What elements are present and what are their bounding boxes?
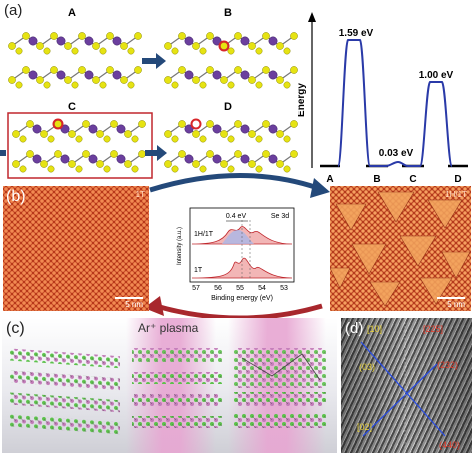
xps-tick-57: 57 bbox=[192, 285, 200, 292]
tem-label-6: (440) bbox=[439, 440, 460, 450]
xps-inset: 0.4 eV Se 3d 1H/1T 1T Intensity (a.u.) 5… bbox=[177, 207, 295, 302]
stm-right-label: 1H/1T bbox=[445, 190, 467, 199]
xps-bottom-label: 1T bbox=[194, 267, 203, 274]
arrow-a-to-b bbox=[142, 53, 166, 69]
barrier-label-2: 0.03 eV bbox=[379, 148, 414, 159]
arrow-top-curve bbox=[149, 173, 319, 193]
tem-label-4: (232) bbox=[437, 360, 458, 370]
scale-bar-left bbox=[115, 297, 143, 299]
triangle-domains bbox=[330, 191, 471, 307]
panel-c-letter: (c) bbox=[6, 320, 25, 337]
plasma-beam-1 bbox=[126, 318, 216, 453]
panel-a-structures: A B C D bbox=[0, 7, 299, 179]
plasma-label: Ar⁺ plasma bbox=[138, 321, 199, 335]
xps-ylabel: Intensity (a.u.) bbox=[177, 227, 183, 265]
tem-label-3: (03) bbox=[359, 362, 375, 372]
xps-tick-56: 56 bbox=[214, 285, 222, 292]
tem-image: (d) [10] [225] (03) (232) [02] (440) bbox=[341, 318, 472, 453]
vacancy-marker-b bbox=[218, 40, 230, 52]
state-label-d: D bbox=[454, 174, 461, 185]
scale-label-left: 5 nm bbox=[125, 300, 143, 309]
layer-stacks bbox=[10, 348, 326, 435]
arrow-c-to-d bbox=[145, 145, 167, 161]
arrow-bottom-curve bbox=[155, 303, 323, 320]
tem-overlay: [10] [225] (03) (232) [02] (440) bbox=[357, 318, 460, 453]
xps-tick-54: 54 bbox=[258, 285, 266, 292]
panel-b-letter: (b) bbox=[6, 188, 26, 205]
stm-image-1t: (b) 1T 5 nm bbox=[3, 186, 149, 311]
xps-tick-55: 55 bbox=[236, 285, 244, 292]
structure-c-label: C bbox=[68, 101, 76, 113]
barrier-label-3: 1.00 eV bbox=[419, 70, 454, 81]
scale-bar-right bbox=[437, 297, 465, 299]
state-label-c: C bbox=[409, 174, 416, 185]
tem-label-1: [10] bbox=[367, 324, 382, 334]
tem-label-2: [225] bbox=[423, 324, 443, 334]
arrow-into-c bbox=[0, 150, 6, 156]
panel-d-letter: (d) bbox=[345, 320, 364, 337]
xps-peak-label: Se 3d bbox=[271, 213, 289, 220]
energy-path bbox=[337, 39, 453, 167]
panel-a-letter: (a) bbox=[4, 2, 23, 19]
stack-treated bbox=[132, 348, 222, 428]
stm-image-1h1t: 1H/1T 5 nm bbox=[330, 186, 471, 311]
structure-d-label: D bbox=[224, 101, 232, 113]
structure-b-label: B bbox=[224, 7, 232, 19]
tem-label-5: [02] bbox=[357, 422, 372, 432]
stm-left-label: 1T bbox=[135, 190, 145, 199]
vacancy-marker-c bbox=[52, 118, 64, 130]
energy-axis-arrow bbox=[308, 12, 316, 22]
energy-ylabel: Energy bbox=[298, 83, 307, 117]
structure-c-frame bbox=[7, 112, 153, 179]
state-label-b: B bbox=[373, 174, 380, 185]
barrier-label-1: 1.59 eV bbox=[339, 28, 374, 39]
scale-label-right: 5 nm bbox=[447, 300, 465, 309]
xps-energy-diff: 0.4 eV bbox=[226, 213, 247, 220]
stack-pristine bbox=[10, 348, 120, 435]
xps-xlabel: Binding energy (eV) bbox=[211, 295, 273, 302]
structure-a-label: A bbox=[68, 7, 76, 19]
energy-diagram: Energy 1.59 eV 0.03 eV 1.00 eV A B C D bbox=[298, 12, 468, 185]
plasma-panel: (c) Ar⁺ plasma bbox=[2, 318, 337, 453]
xps-top-label: 1H/1T bbox=[194, 231, 214, 238]
xps-tick-53: 53 bbox=[280, 285, 288, 292]
vacancy-marker-d bbox=[190, 118, 202, 130]
state-label-a: A bbox=[326, 174, 333, 185]
stack-disordered bbox=[234, 348, 326, 428]
